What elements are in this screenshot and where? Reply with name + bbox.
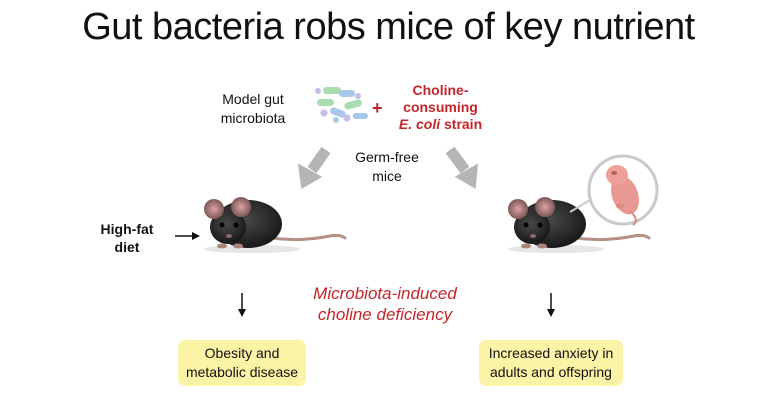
down-arrow-right-icon xyxy=(547,293,555,317)
germ-free-line-2: mice xyxy=(372,168,402,184)
outcome-right-line-1: Increased anxiety in xyxy=(488,345,614,361)
deficiency-line-1: Microbiota-induced xyxy=(313,284,457,303)
down-arrow-left-icon xyxy=(238,293,246,317)
germ-free-mice-label: Germ-free mice xyxy=(345,148,429,186)
bacteria-cluster-icon xyxy=(315,87,368,123)
outcome-left-line-1: Obesity and xyxy=(204,345,280,361)
ecoli-line-1: Choline- xyxy=(412,82,469,98)
ecoli-strain-label: Choline- consuming E. coli strain xyxy=(388,82,493,133)
outcome-anxiety-box: Increased anxiety in adults and offsprin… xyxy=(479,340,623,386)
deficiency-line-2: choline deficiency xyxy=(317,305,453,324)
mouse-left-icon xyxy=(204,197,347,253)
ecoli-species-name: E. coli xyxy=(398,116,441,132)
germ-free-line-1: Germ-free xyxy=(355,149,419,165)
arrow-to-left-mouse-icon xyxy=(297,146,331,190)
diagram-title: Gut bacteria robs mice of key nutrient xyxy=(82,6,695,48)
diet-line-2: diet xyxy=(114,239,140,255)
plus-sign: + xyxy=(372,98,383,118)
offspring-pup-icon xyxy=(569,154,659,226)
model-microbiota-line-1: Model gut xyxy=(222,91,284,107)
mouse-right-icon xyxy=(508,197,651,253)
outcome-left-line-2: metabolic disease xyxy=(185,364,299,380)
outcome-right-line-2: adults and offspring xyxy=(490,364,612,380)
diet-line-1: High-fat xyxy=(100,221,154,237)
model-microbiota-line-2: microbiota xyxy=(220,110,286,126)
high-fat-diet-label: High-fat diet xyxy=(96,220,158,256)
arrow-to-right-mouse-icon xyxy=(445,146,479,189)
ecoli-line-2: consuming xyxy=(403,99,478,115)
choline-deficiency-label: Microbiota-induced choline deficiency xyxy=(290,283,480,325)
ecoli-suffix: strain xyxy=(440,116,483,132)
outcome-obesity-box: Obesity and metabolic disease xyxy=(178,340,306,386)
model-microbiota-label: Model gut microbiota xyxy=(205,90,301,128)
diet-arrow-icon xyxy=(175,232,200,240)
